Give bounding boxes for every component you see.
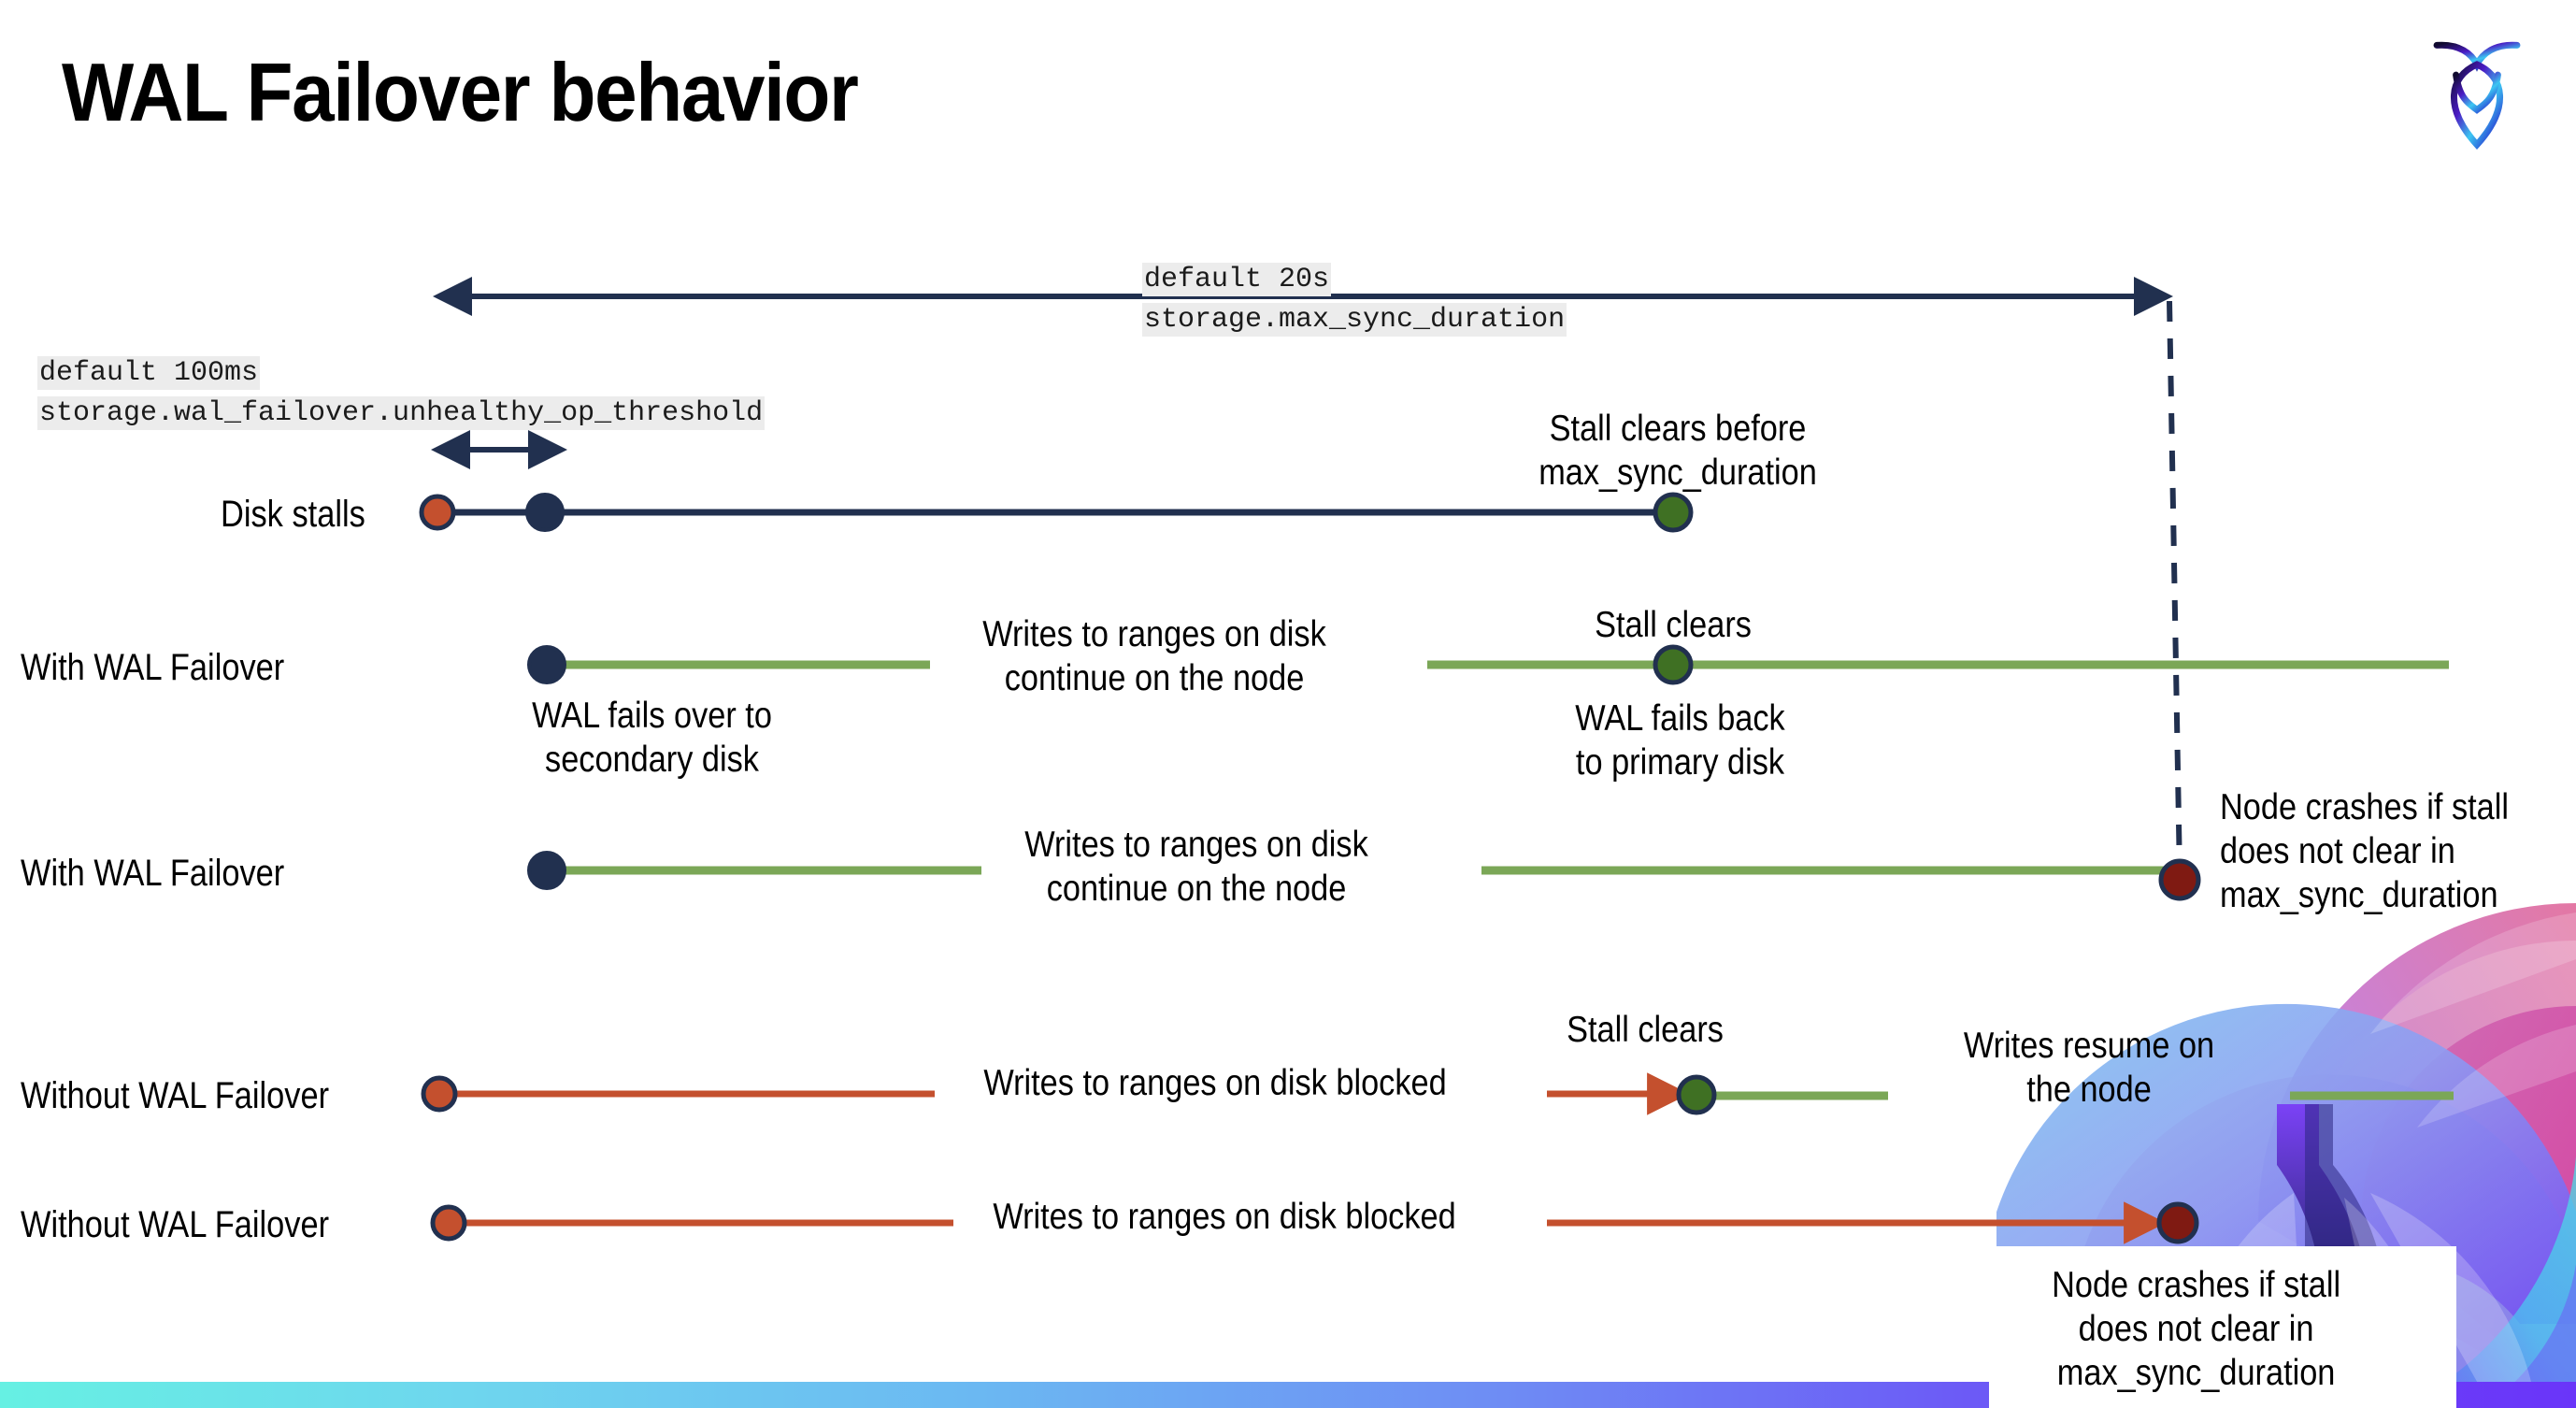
no-failover-clears-clear-dot xyxy=(1676,1074,1717,1115)
note-wal-fails-over-secondary: WAL fails over to secondary disk xyxy=(532,696,772,780)
note-writes-blocked-row5: Writes to ranges on disk blocked xyxy=(993,1197,1456,1237)
wal-failover-crash-start-dot xyxy=(527,851,566,890)
cockroachdb-logo xyxy=(2433,41,2521,151)
row-label-disk-stalls: Disk stalls xyxy=(221,494,365,535)
note-stall-clears-row4: Stall clears xyxy=(1567,1010,1724,1050)
wal-failover-clears-start-dot xyxy=(527,645,566,684)
note-node-crashes-row3: Node crashes if stall does not clear in … xyxy=(2220,787,2510,915)
page-title: WAL Failover behavior xyxy=(62,46,859,138)
max-sync-duration-guide-line xyxy=(2167,300,2182,876)
wal-failover-crash-node-crash-dot xyxy=(2158,858,2201,901)
max-sync-duration-name: storage.max_sync_duration xyxy=(1142,303,1567,337)
note-node-crashes-row5: Node crashes if stall does not clear in … xyxy=(2052,1265,2341,1393)
row-label-with-wal-failover-clears: With WAL Failover xyxy=(21,647,285,688)
unhealthy-op-threshold-name: storage.wal_failover.unhealthy_op_thresh… xyxy=(37,396,766,430)
max-sync-duration-default: default 20s xyxy=(1142,263,1332,296)
max-sync-duration-setting-block: default 20s storage.max_sync_duration xyxy=(1142,260,1567,340)
note-stall-clears-before-max-sync: Stall clears before max_sync_duration xyxy=(1538,409,1817,493)
row-label-without-wal-failover-crash: Without WAL Failover xyxy=(21,1204,330,1245)
note-writes-continue-row2: Writes to ranges on disk continue on the… xyxy=(982,614,1326,698)
no-failover-crash-start-dot xyxy=(430,1204,467,1242)
disk-stall-start-dot xyxy=(419,494,456,531)
wal-failover-clears-clear-dot xyxy=(1653,644,1694,685)
disk-stall-failover-dot xyxy=(525,493,565,532)
unhealthy-op-threshold-default: default 100ms xyxy=(37,356,261,390)
no-failover-crash-node-crash-dot xyxy=(2156,1201,2199,1244)
unhealthy-op-threshold-setting-block: default 100ms storage.wal_failover.unhea… xyxy=(37,353,766,434)
row-label-with-wal-failover-crash: With WAL Failover xyxy=(21,853,285,894)
no-failover-clears-start-dot xyxy=(421,1075,458,1113)
note-wal-fails-back-primary: WAL fails back to primary disk xyxy=(1575,698,1785,783)
node-crash-callout: Node crashes if stall does not clear in … xyxy=(1989,1246,2456,1408)
note-writes-blocked-row4: Writes to ranges on disk blocked xyxy=(983,1063,1447,1103)
note-writes-resume-row4: Writes resume on the node xyxy=(1963,1026,2215,1110)
row-label-without-wal-failover-clears: Without WAL Failover xyxy=(21,1075,330,1116)
note-writes-continue-row3: Writes to ranges on disk continue on the… xyxy=(1024,825,1368,909)
disk-stall-clear-dot xyxy=(1653,492,1694,533)
note-stall-clears-row2: Stall clears xyxy=(1595,605,1752,645)
